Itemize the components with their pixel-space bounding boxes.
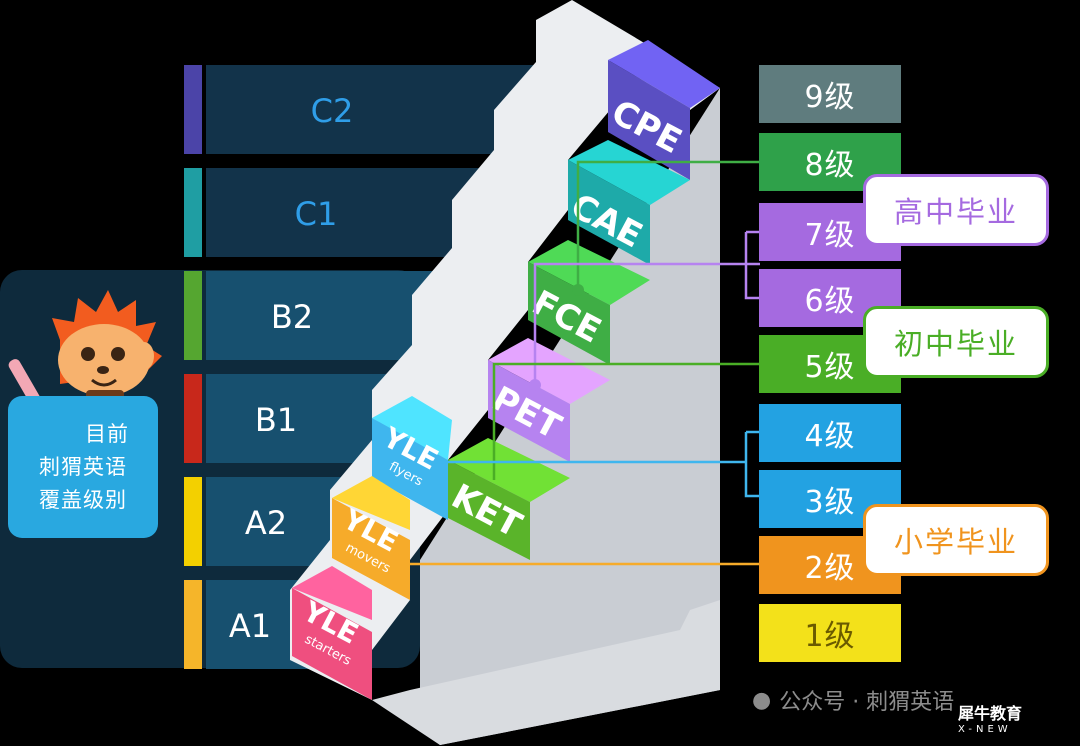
connectors — [405, 160, 760, 566]
grade-9: 9级 — [759, 65, 901, 123]
cefr-bar-a1-stripe — [184, 580, 202, 669]
ket-block-top — [448, 438, 570, 502]
connector-dot-fce — [572, 284, 584, 296]
cefr-label-c1: C1 — [295, 195, 338, 233]
callout-middle-school: 初中毕业 — [863, 306, 1049, 378]
cefr-bar-c2 — [206, 65, 536, 154]
stair-base — [372, 600, 720, 745]
brand-logo-text: 犀牛教育 — [958, 704, 1023, 723]
grade-4: 4级 — [759, 404, 901, 462]
cae-block-top — [568, 140, 690, 205]
cefr-label-c2: C2 — [311, 92, 354, 130]
yle-movers-block — [332, 498, 410, 600]
cefr-bar-b1-stripe — [184, 374, 202, 463]
starters-block-top — [292, 566, 372, 620]
stair-front — [290, 0, 720, 700]
brand-logo-sub: X-NEW — [958, 724, 1012, 735]
watermark: ● 公众号 · 刺猬英语 — [752, 684, 954, 716]
brand-logo: 犀牛教育 X-NEW — [958, 700, 1022, 735]
cefr-label-b2: B2 — [271, 298, 313, 336]
fce-block-top — [528, 240, 650, 305]
connector-dot-pet — [529, 379, 541, 391]
pet-block — [488, 360, 570, 462]
yle-flyers-block — [372, 418, 448, 520]
callout-high-school: 高中毕业 — [863, 174, 1049, 246]
cefr-label-b1: B1 — [255, 401, 297, 439]
ket-block — [448, 460, 530, 560]
cefr-bar-a2-stripe — [184, 477, 202, 566]
callout-primary-school: 小学毕业 — [863, 504, 1049, 576]
cefr-label-a2: A2 — [245, 504, 287, 542]
grade-1: 1级 — [759, 604, 901, 662]
wechat-icon: ● — [752, 687, 772, 713]
watermark-text: 公众号 · 刺猬英语 — [779, 690, 955, 715]
pet-block-top — [488, 338, 610, 404]
cefr-bar-c1 — [206, 168, 501, 257]
bracket-34 — [744, 432, 760, 498]
exam-blocks: CPE CAE FCE PET KET YLE flyers YLE mover… — [292, 40, 720, 700]
fce-block — [528, 262, 610, 365]
cpe-block — [608, 60, 690, 180]
bracket-67 — [744, 232, 760, 300]
yle-starters-block — [292, 588, 372, 700]
connector-ket-5 — [492, 362, 760, 480]
cpe-block-top — [608, 40, 720, 108]
cefr-bar-c1-stripe — [184, 168, 202, 257]
bubble-line-2: 刺猬英语 — [39, 454, 127, 479]
cefr-bar-b2-stripe — [184, 271, 202, 360]
connector-pet-67 — [533, 262, 760, 385]
movers-block-top — [332, 476, 410, 530]
coverage-bubble: 目前 刺猬英语 覆盖级别 — [8, 396, 158, 538]
cefr-label-a1: A1 — [229, 607, 271, 645]
bubble-line-3: 覆盖级别 — [39, 487, 127, 512]
cefr-bar-c2-stripe — [184, 65, 202, 154]
flyers-block-top — [372, 396, 452, 460]
bubble-line-1: 目前 — [85, 421, 129, 446]
connector-fce-8 — [576, 160, 760, 290]
cae-block — [568, 160, 650, 265]
